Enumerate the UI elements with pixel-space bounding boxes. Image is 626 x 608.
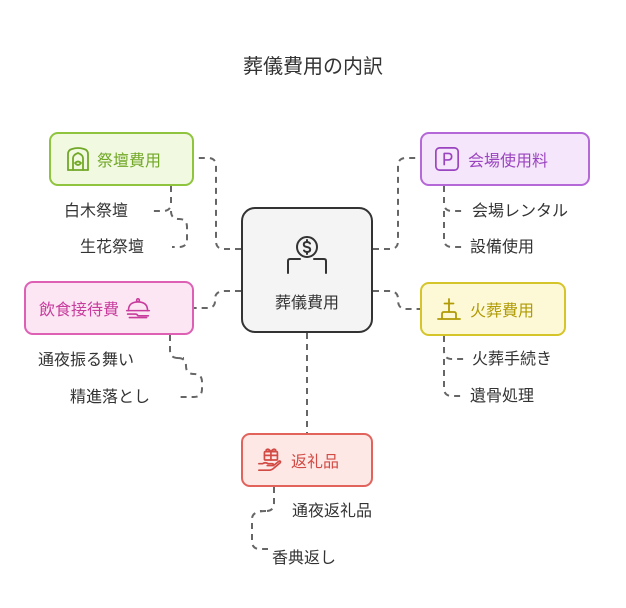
category-inshoku: 飲食接待費: [24, 281, 194, 335]
item-seika-saidan: 生花祭壇: [80, 237, 145, 256]
item-tsuya-burumai: 通夜振る舞い: [38, 350, 135, 369]
connector-henrei-items: [251, 487, 275, 550]
connector-kaso: [373, 290, 420, 310]
item-ikotsu-shori: 遺骨処理: [470, 386, 535, 405]
item-shojin-otoshi: 精進落とし: [70, 387, 151, 406]
connector-kaijo-items: [443, 186, 466, 248]
item-shiraki-saidan: 白木祭壇: [64, 201, 129, 220]
item-kaijo-rental: 会場レンタル: [472, 201, 569, 220]
money-box-icon: [243, 235, 371, 275]
parking-icon: [434, 146, 460, 172]
connector-inshoku-items: [169, 335, 203, 398]
center-label: 葬儀費用: [274, 293, 339, 312]
gift-icon: [257, 447, 283, 473]
connector-kaso-items: [443, 336, 466, 397]
category-kaijo: 会場使用料: [420, 132, 590, 186]
category-kaijo-label: 会場使用料: [468, 151, 549, 170]
connector-kaijo: [373, 157, 420, 250]
food-tray-icon: [125, 295, 151, 321]
altar-icon: [65, 146, 91, 172]
grave-icon: [436, 296, 462, 322]
connector-inshoku: [194, 290, 241, 309]
connector-saidan: [194, 157, 241, 250]
category-saidan: 祭壇費用: [49, 132, 194, 186]
category-henrei-label: 返礼品: [291, 452, 340, 471]
center-node: 葬儀費用: [241, 207, 373, 333]
category-kaso-label: 火葬費用: [470, 301, 535, 320]
category-henrei: 返礼品: [241, 433, 373, 487]
category-inshoku-label: 飲食接待費: [39, 300, 120, 319]
item-setsubi-shiyo: 設備使用: [470, 237, 535, 256]
item-koden-gaeshi: 香典返し: [272, 548, 337, 567]
connector-saidan-items: [150, 186, 188, 248]
category-kaso: 火葬費用: [420, 282, 566, 336]
item-kaso-tetsuzuki: 火葬手続き: [472, 349, 553, 368]
category-saidan-label: 祭壇費用: [97, 151, 162, 170]
item-tsuya-henreihin: 通夜返礼品: [292, 501, 373, 520]
diagram-title: 葬儀費用の内訳: [243, 54, 383, 78]
